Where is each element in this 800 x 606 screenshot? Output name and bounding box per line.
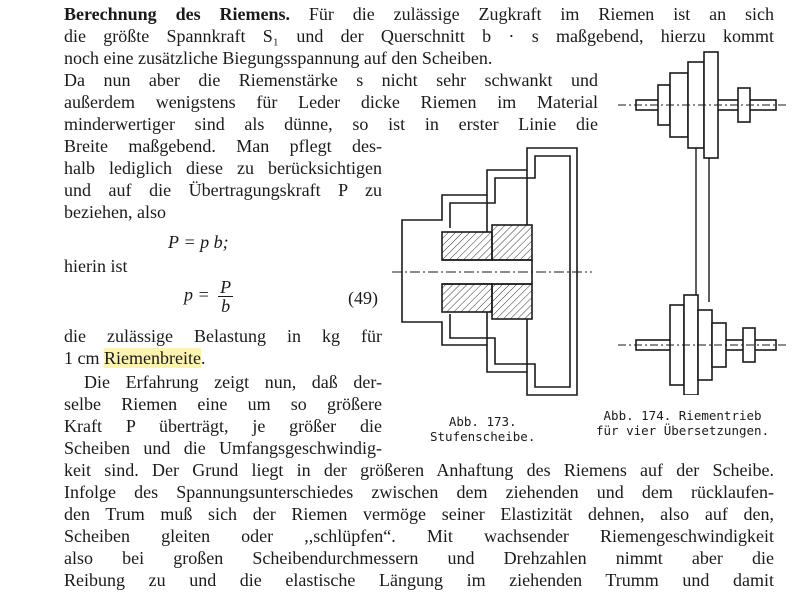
- text-line: Reibung zu und die elastische Längung im…: [64, 570, 774, 590]
- text-line: den Trum muß sich der Riemen vermöge sei…: [64, 504, 774, 524]
- text-line: halb lediglich diese zu berücksichtigen: [64, 158, 382, 178]
- text-line: außerdem wenigstens für Leder dicke Riem…: [64, 92, 598, 112]
- text-line: 1 cm Riemenbreite.: [64, 348, 206, 368]
- text-line: Da nun aber die Riemenstärke s nicht seh…: [64, 70, 598, 90]
- text-line: Scheiben und die Umfangsgeschwindig-: [64, 438, 382, 458]
- figure-belt-drive: [618, 51, 788, 395]
- highlighted-term: Riemenbreite: [104, 348, 201, 368]
- text-line: selbe Riemen eine um so größere: [64, 394, 382, 414]
- equation-number: (49): [348, 288, 378, 308]
- text-line: Berechnung des Riemens. Für die zulässig…: [64, 4, 774, 24]
- text-line: keit sind. Der Grund liegt in der größer…: [64, 460, 774, 480]
- text-line: und auf die Übertragungskraft P zu: [64, 180, 382, 200]
- figure-174-caption: Abb. 174. Riementrieb für vier Übersetzu…: [596, 408, 770, 438]
- text-line: beziehen, also: [64, 202, 166, 222]
- text-line: Infolge des Spannungsunterschiedes zwisc…: [64, 482, 774, 502]
- equation-force: P = p b;: [168, 232, 229, 252]
- text-line: also bei großen Scheibendurchmessern und…: [64, 548, 774, 568]
- text-line: Scheiben gleiten oder ,,schlüpfen“. Mit …: [64, 526, 774, 546]
- figure-stepped-pulley: [392, 147, 592, 396]
- text-line: minderwertiger sind als dünne, so ist in…: [64, 114, 598, 134]
- text-line: Kraft P überträgt, je größer die: [64, 416, 382, 436]
- text-line: die zulässige Belastung in kg für: [64, 326, 382, 346]
- text-line: noch eine zusätzliche Biegungsspannung a…: [64, 48, 493, 68]
- figure-173-caption: Abb. 173. Stufenscheibe.: [430, 414, 536, 444]
- equation-load: p = P b: [184, 277, 234, 316]
- text-line: die größte Spannkraft S₁ und der Quersch…: [64, 26, 774, 46]
- text-line: hierin ist: [64, 256, 128, 276]
- text-line: Breite maßgebend. Man pflegt des-: [64, 136, 382, 156]
- fraction: P b: [218, 277, 234, 316]
- section-heading: Berechnung des Riemens.: [64, 4, 290, 24]
- text-line: Die Erfahrung zeigt nun, daß der-: [84, 372, 382, 392]
